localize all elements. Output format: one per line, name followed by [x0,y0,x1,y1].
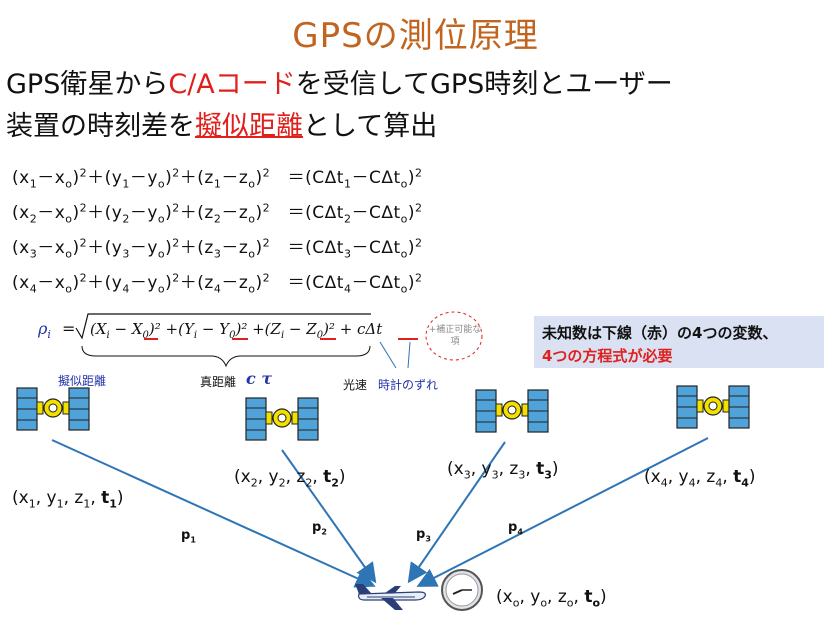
range-label-1: p1 [181,528,196,545]
c-tau-label: c τ [246,369,273,388]
lead-text: 装置の時刻差を [6,111,195,142]
positioning-diagram [16,385,750,611]
pseudo-range-label: 擬似距離 [58,374,107,388]
correctable-label: +補正可能な項 [428,325,482,347]
lead-line-2: 装置の時刻差を擬似距離として算出 [6,104,437,143]
lead-text: として算出 [303,111,438,142]
note-line-1: 未知数は下線（赤）の4つの変数、 [542,324,778,342]
underbrace [81,345,371,368]
satellite-4-coords: (x4, y4, z4, t4) [644,467,756,490]
clock-icon [441,569,483,611]
satellite-2-coords: (x2, y2, z2, t2) [234,467,346,490]
true-distance-label: 真距離 [200,375,237,389]
lead-text: GPS衛星から [6,69,169,100]
satellite-icon-3 [475,389,549,433]
clock-error-label: 時計のずれ [378,378,439,392]
sqrt-sign [75,313,371,340]
range-label-2: p2 [312,520,327,537]
satellite-icon-2 [245,397,319,441]
light-speed-label: 光速 [343,378,368,392]
equation-2: (x2－xo)2＋(y2－yo)2＋(z2－zo)2 ＝(CΔt2－CΔto)2 [12,201,423,226]
range-arrow-2 [281,449,377,584]
range-arrow-1 [51,439,376,588]
range-label-3: p3 [416,527,431,544]
satellite-icon-4 [676,385,750,429]
receiver-coords: (xo, yo, zo, to) [496,587,607,610]
lead-text: を受信してGPS時刻とユーザー [295,69,673,100]
range-arrow-3 [407,441,506,584]
formula-body: (Xi − X0)² +(Yi − Y0)² +(Zi − Z0)² + cΔt [90,320,383,341]
note-line-2: 4つの方程式が必要 [542,347,673,365]
equation-4: (x4－xo)2＋(y4－yo)2＋(z4－zo)2 ＝(CΔt4－CΔto)2 [12,271,423,296]
lead-line-1: GPS衛星からC/Aコードを受信してGPS時刻とユーザー [6,62,673,101]
pseudo-range-formula: ρi = (Xi − X0)² +(Yi − Y0)² +(Zi − Z0)² … [37,311,483,369]
ca-code-text: C/Aコード [168,69,296,100]
range-label-4: p4 [508,520,523,537]
pointer-light-speed [379,341,397,369]
unknowns-note: 未知数は下線（赤）の4つの変数、 4つの方程式が必要 [534,316,824,368]
pseudo-range-text: 擬似距離 [195,111,303,142]
range-arrow-4 [416,437,709,587]
satellite-3-coords: (x3, y3, z3, t3) [447,459,559,482]
equals-sign: = [62,319,75,338]
equation-1: (x1－xo)2＋(y1－yo)2＋(z1－zo)2 ＝(CΔt1－CΔto)2 [12,166,423,191]
satellite-1-coords: (x1, y1, z1, t1) [12,488,124,511]
slide-title: GPSの測位原理 [292,16,539,56]
equation-3: (x3－xo)2＋(y3－yo)2＋(z3－zo)2 ＝(CΔt3－CΔto)2 [12,236,423,261]
rho-symbol: ρi [37,319,51,341]
pointer-clock [407,341,411,369]
correctable-circle [425,311,483,361]
satellite-icon-1 [16,387,90,431]
airplane-icon [355,584,426,610]
